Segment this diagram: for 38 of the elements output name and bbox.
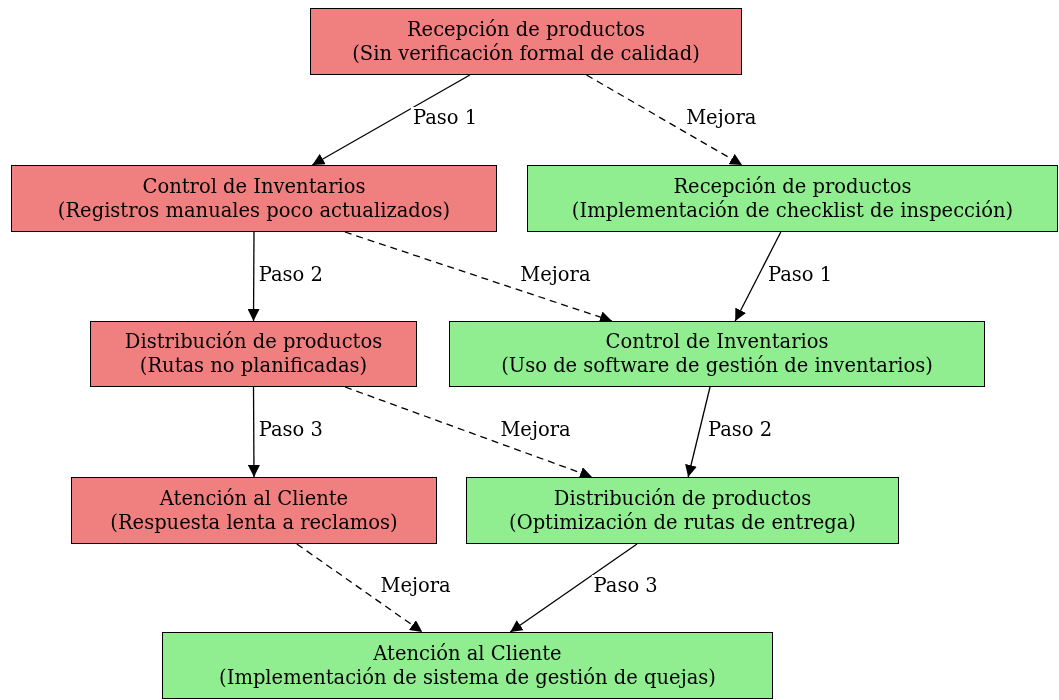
box-subtitle: (Implementación de sistema de gestión de quejas) <box>219 665 716 690</box>
box-title: Distribución de productos <box>553 486 812 511</box>
box-title: Recepción de productos <box>673 174 912 199</box>
process-box <box>310 8 742 75</box>
arrow <box>685 386 711 478</box>
box-title: Control de Inventarios <box>605 330 829 354</box>
edge-label: Mejora <box>518 263 593 286</box>
box-subtitle: (Respuesta lenta a reclamos) <box>110 510 398 535</box>
arrow <box>344 231 613 323</box>
arrow <box>311 74 471 166</box>
arrow <box>734 231 782 322</box>
box-title: Recepción de productos <box>406 17 646 42</box>
box-title: Atención al Cliente <box>373 641 562 666</box>
box-subtitle: (Rutas no planificadas) <box>139 354 368 378</box>
box-subtitle: (Uso de software de gestión de inventarios) <box>501 354 933 378</box>
edge-label: Mejora <box>498 419 573 441</box>
box-subtitle: (Implementación de checklist de inspección) <box>571 198 1014 223</box>
process-box <box>527 165 1058 232</box>
arrow <box>247 386 260 478</box>
box-title: Atención al Cliente <box>159 486 349 511</box>
arrow <box>344 386 593 479</box>
process-box <box>162 632 773 699</box>
arrow <box>509 543 638 633</box>
box-title: Distribución de productos <box>124 330 383 354</box>
process-box <box>90 321 417 387</box>
box-subtitle: (Sin verificación formal de calidad) <box>352 41 700 66</box>
box-subtitle: (Optimización de rutas de entrega) <box>509 510 856 535</box>
box-subtitle: (Registros manuales poco actualizados) <box>57 198 451 223</box>
edge-label: Mejora <box>684 107 759 129</box>
arrow <box>296 543 423 633</box>
arrow <box>247 231 260 322</box>
edge-label: Mejora <box>378 575 453 597</box>
process-box <box>466 477 899 544</box>
process-box <box>449 321 985 387</box>
box-title: Control de Inventarios <box>142 174 366 199</box>
process-box <box>71 477 437 544</box>
arrow <box>585 74 743 166</box>
process-box <box>11 165 497 232</box>
